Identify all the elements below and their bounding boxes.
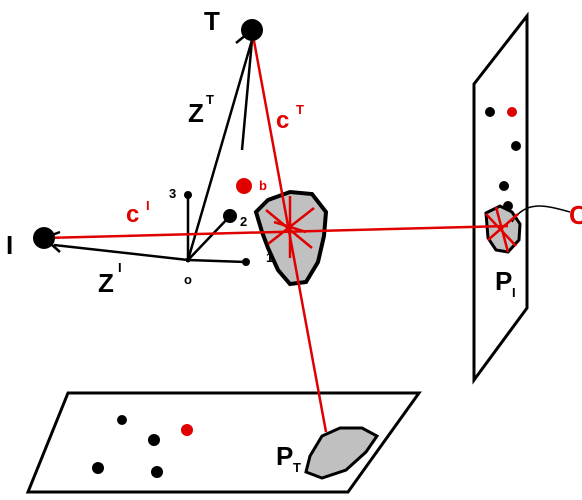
plane-right-dot — [485, 107, 495, 117]
point-b — [236, 178, 252, 194]
label-cI: c — [126, 201, 139, 228]
label-C: C — [569, 200, 582, 230]
label-I: I — [6, 230, 13, 260]
image-plane-bottom — [25, 391, 422, 494]
camera-T — [235, 19, 263, 44]
label-ZT: Z — [188, 98, 204, 128]
plane-bottom-dot — [151, 466, 163, 478]
plane-right-dot — [511, 141, 521, 151]
plane-right-dot-red — [507, 107, 517, 117]
c-pointer-curve — [511, 205, 571, 223]
plane-right-dot — [499, 181, 509, 191]
plane-bottom-dot — [117, 415, 127, 425]
label-axis-1: 1 — [266, 250, 273, 265]
ZT-line-right — [240, 39, 254, 151]
label-cI-sup: I — [146, 198, 150, 213]
label-axis-2: 2 — [240, 214, 247, 229]
label-PI: P — [495, 266, 512, 296]
label-T: T — [204, 6, 220, 36]
label-PI-sub: I — [512, 285, 516, 300]
label-cT: c — [276, 107, 289, 134]
camera-I — [33, 227, 61, 253]
label-PT: P — [276, 441, 293, 471]
label-ZI: Z — [98, 268, 114, 298]
camera-rays — [43, 29, 519, 433]
ZT-line-left — [186, 39, 254, 261]
label-ZT-sup: T — [206, 92, 214, 107]
label-b: b — [259, 178, 267, 193]
label-ZI-sup: I — [118, 260, 122, 275]
image-patch-bottom — [304, 426, 380, 480]
ray-cI — [43, 224, 509, 240]
label-axis-3: 3 — [169, 186, 176, 201]
plane-bottom-dot — [92, 462, 104, 474]
label-origin: o — [184, 272, 192, 287]
label-cT-sup: T — [296, 102, 304, 117]
ZI-line — [53, 243, 189, 262]
image-plane-right — [472, 11, 571, 385]
plane-bottom-dot — [148, 434, 160, 446]
label-PT-sub: T — [293, 460, 301, 475]
plane-bottom-dot-red — [181, 424, 193, 436]
coordinate-axes — [184, 191, 250, 266]
